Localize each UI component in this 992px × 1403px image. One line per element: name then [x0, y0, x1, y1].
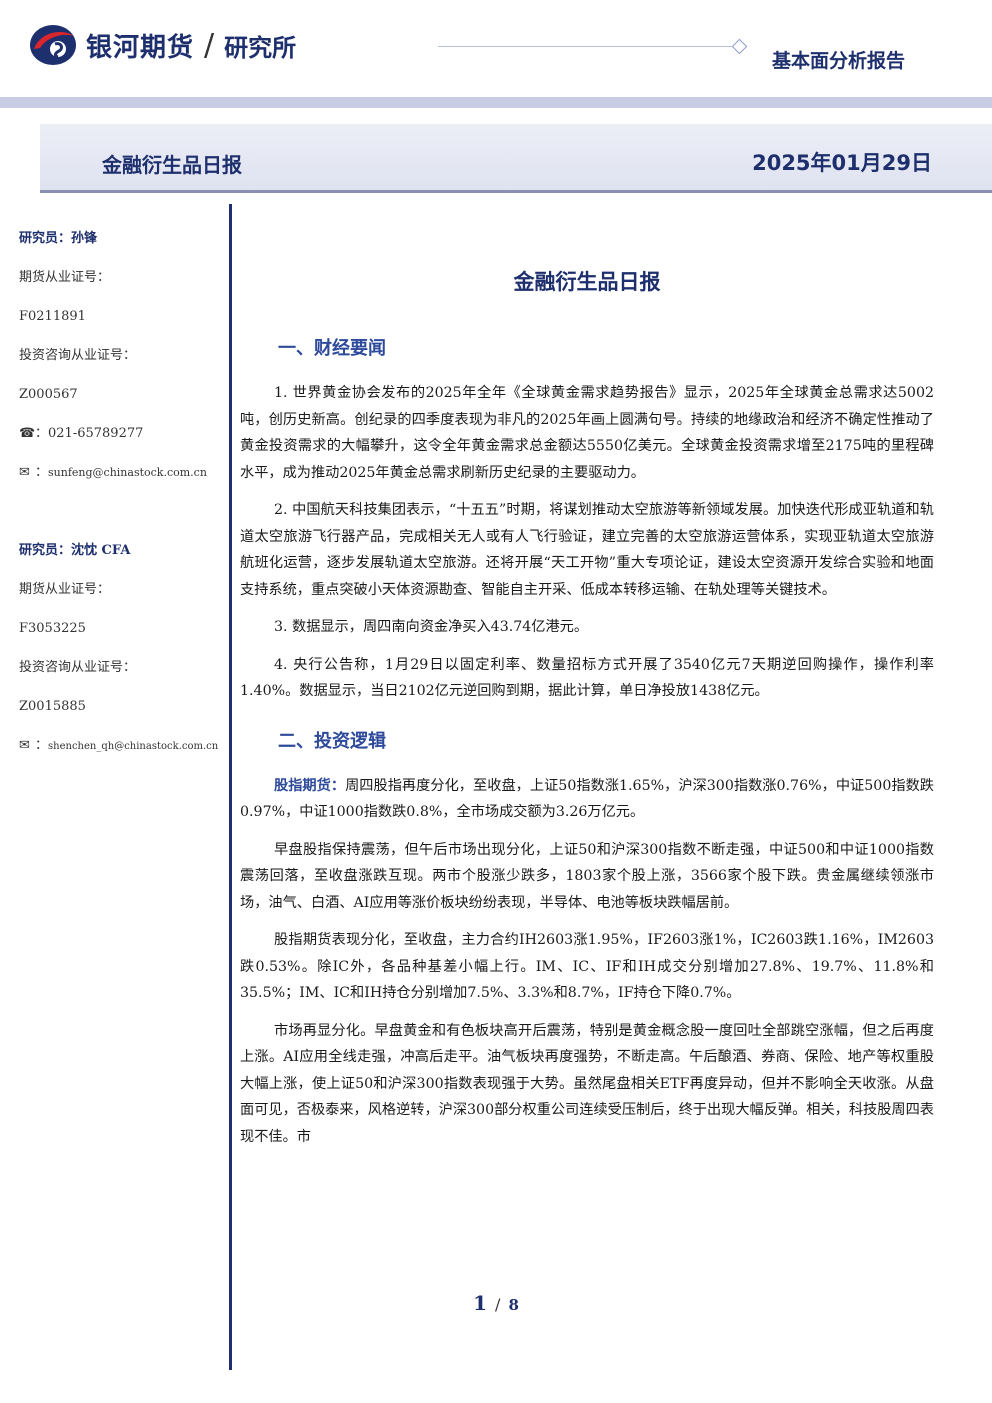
banner-title: 金融衍生品日报 — [102, 153, 242, 177]
analyst-name: 研究员：沈忱 CFA — [19, 543, 131, 558]
email-icon: ✉ — [19, 465, 30, 480]
logic-paragraph: 早盘股指保持震荡，但午后市场出现分化，上证50和沪深300指数不断走强，中证50… — [240, 841, 934, 911]
current-page: 1 — [473, 1291, 488, 1315]
lead-label: 股指期货： — [274, 777, 346, 794]
company-logo: 银河期货 / 研究所 — [28, 22, 296, 68]
news-paragraph: 3. 数据显示，周四南向资金净买入43.74亿港元。 — [274, 619, 589, 635]
news-paragraph: 1. 世界黄金协会发布的2025年全年《全球黄金需求趋势报告》显示，2025年全… — [240, 385, 934, 481]
license-label: 期货从业证号： — [19, 582, 111, 597]
advisory-label: 投资咨询从业证号： — [19, 348, 137, 363]
section-heading-logic: 二、投资逻辑 — [278, 730, 386, 752]
email-address[interactable]: sunfeng@chinastock.com.cn — [48, 466, 207, 479]
company-name: 银河期货 — [86, 32, 195, 63]
report-date: 2025年01月29日 — [752, 151, 932, 175]
email-row: ✉：sunfeng@chinastock.com.cn — [19, 458, 224, 497]
license-number: F0211891 — [19, 309, 86, 324]
logic-lead-paragraph: 股指期货：周四股指再度分化，至收盘，上证50指数涨1.65%，沪深300指数涨0… — [240, 773, 934, 826]
email-row: ✉：shenchen_qh@chinastock.com.cn — [19, 731, 224, 770]
logic-paragraph: 市场再显分化。早盘黄金和有色板块高开后震荡，特别是黄金概念股一度回吐全部跳空涨幅… — [240, 1022, 934, 1145]
lead-text: 周四股指再度分化，至收盘，上证50指数涨1.65%，沪深300指数涨0.76%，… — [240, 777, 934, 821]
advisory-label: 投资咨询从业证号： — [19, 660, 137, 675]
document-title: 金融衍生品日报 — [513, 270, 661, 294]
page-number: 1 / 8 — [0, 1291, 992, 1315]
galaxy-logo-icon — [30, 25, 76, 65]
section-heading-news: 一、财经要闻 — [278, 338, 386, 359]
phone-icon: ☎ — [19, 426, 36, 441]
analyst-sidebar: 研究员：孙锋 期货从业证号： F0211891 投资咨询从业证号： Z00056… — [19, 224, 224, 770]
advisory-number: Z0015885 — [19, 699, 86, 714]
email-icon: ✉ — [19, 738, 30, 753]
department-name: 研究所 — [224, 33, 297, 62]
report-body: 金融衍生品日报 一、财经要闻 1. 世界黄金协会发布的2025年全年《全球黄金需… — [240, 260, 934, 1161]
advisory-number: Z000567 — [19, 387, 78, 402]
news-paragraph: 2. 中国航天科技集团表示，“十五五”时期，将谋划推动太空旅游等新领域发展。加快… — [240, 502, 934, 598]
report-type: 基本面分析报告 — [772, 50, 906, 72]
title-banner — [40, 124, 992, 190]
email-address[interactable]: shenchen_qh@chinastock.com.cn — [48, 741, 219, 752]
license-number: F3053225 — [19, 621, 86, 636]
sidebar-divider — [229, 204, 232, 1370]
page-separator: / — [495, 1295, 501, 1314]
header-band — [0, 97, 992, 108]
phone-row: ☎：021-65789277 — [19, 419, 224, 458]
news-paragraph: 4. 央行公告称，1月29日以固定利率、数量招标方式开展了3540亿元7天期逆回… — [240, 656, 934, 700]
license-label: 期货从业证号： — [19, 270, 111, 285]
logo-separator: / — [204, 27, 215, 63]
diamond-icon — [731, 38, 748, 55]
header-rule — [438, 46, 736, 47]
phone-number: 021-65789277 — [48, 426, 144, 441]
analyst-name: 研究员：孙锋 — [19, 231, 98, 246]
banner-underline — [40, 190, 992, 193]
total-pages: 8 — [508, 1296, 519, 1314]
logic-paragraph: 股指期货表现分化，至收盘，主力合约IH2603涨1.95%，IF2603涨1%，… — [240, 932, 934, 1001]
